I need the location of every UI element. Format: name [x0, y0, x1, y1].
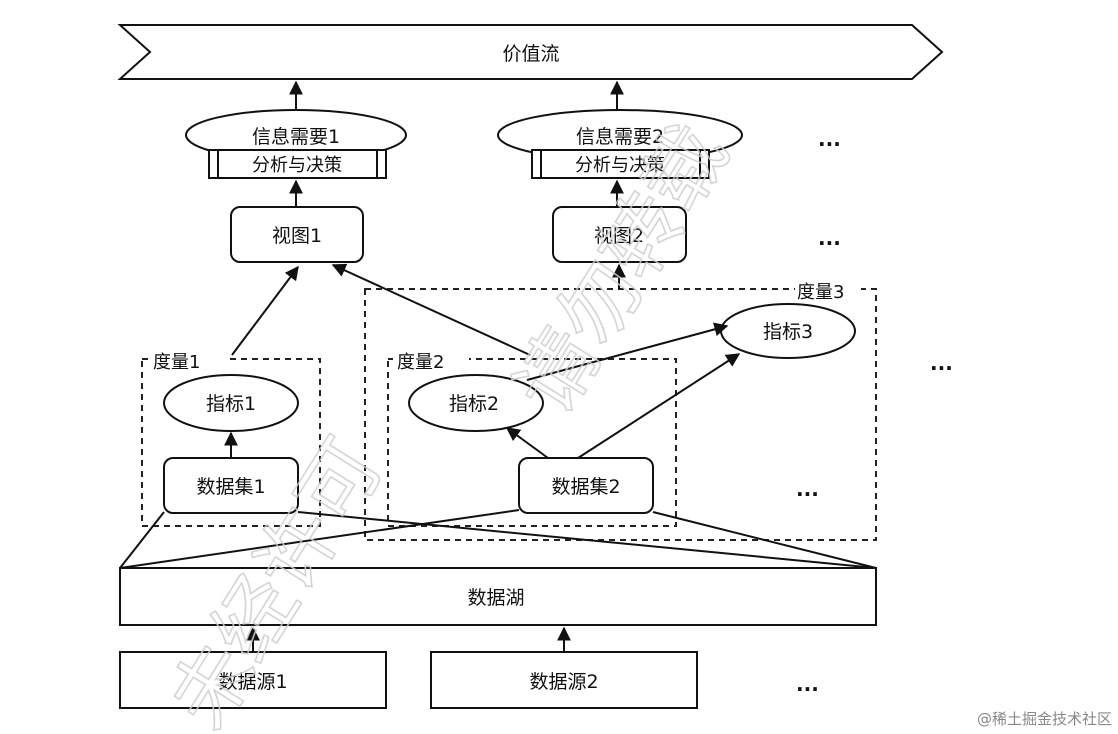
ellipsis-info-needs: ...: [818, 127, 841, 151]
view-1: 视图1: [230, 206, 364, 263]
indicator-2: 指标2: [408, 374, 544, 432]
measure-2-box: 度量2: [387, 348, 677, 527]
data-source-2: 数据源2: [430, 651, 698, 709]
measure-1-label: 度量1: [153, 352, 200, 373]
arrow-dataset2-to-indicator3: [577, 353, 741, 459]
dataset-2: 数据集2: [518, 457, 654, 514]
line-dataset1-left: [119, 511, 165, 569]
data-source-1: 数据源1: [119, 651, 387, 709]
info-need-2-label: 信息需要2: [576, 126, 664, 148]
info-need-2: 信息需要2 分析与决策: [497, 109, 743, 179]
indicator-2-label: 指标2: [449, 393, 499, 415]
view-1-label: 视图1: [272, 225, 322, 247]
view-2-label: 视图2: [594, 225, 644, 247]
data-source-2-label: 数据源2: [529, 671, 598, 693]
measure-3-label: 度量3: [797, 282, 844, 303]
ellipsis-sources: ...: [796, 672, 819, 696]
line-dataset1-right: [297, 511, 877, 569]
info-need-1: 信息需要1 分析与决策: [185, 109, 407, 179]
measure-1-box: 度量1: [141, 348, 321, 527]
dataset-2-label: 数据集2: [551, 476, 620, 498]
line-dataset2-right: [652, 511, 877, 569]
measure-2-label: 度量2: [397, 352, 444, 373]
dataset-1: 数据集1: [163, 457, 299, 514]
indicator-3: 指标3: [720, 303, 856, 359]
indicator-1: 指标1: [163, 374, 299, 432]
arrow-dataset2-to-indicator2: [505, 427, 549, 459]
view-2: 视图2: [552, 206, 687, 263]
dataset-1-label: 数据集1: [196, 476, 265, 498]
credit-text: @稀土掘金技术社区: [977, 710, 1112, 728]
data-lake-label: 数据湖: [467, 587, 524, 609]
info-need-1-label: 信息需要1: [252, 126, 340, 148]
arrow-indicator2-to-indicator3: [526, 322, 729, 381]
ellipsis-views: ...: [818, 226, 841, 250]
line-dataset2-left: [119, 509, 520, 569]
data-source-1-label: 数据源1: [218, 671, 287, 693]
arrow-measure2-to-view1: [331, 263, 531, 356]
value-stream-label: 价值流: [502, 43, 559, 65]
ellipsis-measures: ...: [930, 351, 953, 375]
analysis-label-1: 分析与决策: [252, 155, 342, 176]
ellipsis-datasets: ...: [796, 477, 819, 501]
measure-3-box: 度量3: [364, 279, 877, 541]
value-stream-banner: 价值流: [117, 24, 944, 80]
indicator-3-label: 指标3: [763, 321, 813, 343]
arrow-measure1-to-view1: [231, 265, 299, 356]
analysis-label-2: 分析与决策: [575, 155, 665, 176]
data-lake: 数据湖: [119, 567, 877, 626]
indicator-1-label: 指标1: [206, 393, 256, 415]
